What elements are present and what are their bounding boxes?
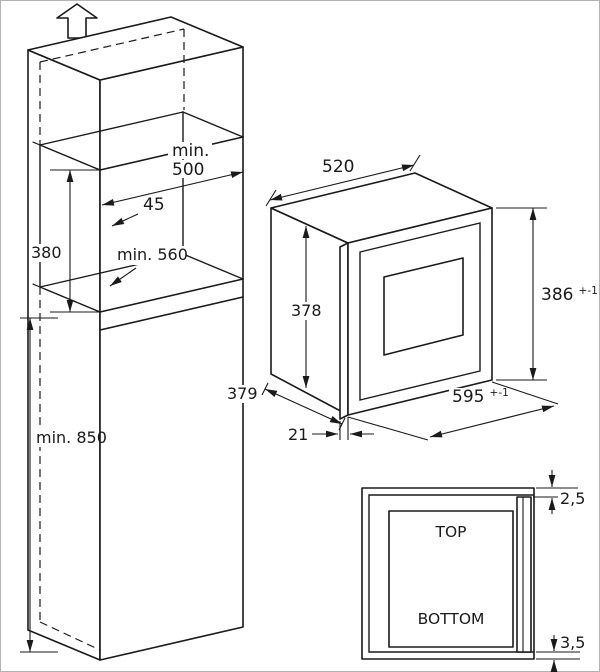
airflow-arrow-icon [56, 3, 98, 39]
section-top-label: TOP [434, 523, 466, 541]
dim-niche-depth-560: min. 560 [109, 245, 188, 287]
label-gap-top-value: 2,5 [560, 489, 585, 508]
dim-body-width-520: 520 [265, 154, 421, 207]
dim-body-depth-379: 379 [223, 382, 346, 431]
cabinet-hidden-lines [27, 28, 185, 651]
label-gap-bottom-value: 3,5 [560, 633, 585, 652]
label-niche-depth-value: min. 560 [117, 245, 188, 264]
dim-frame-height-386: 386 +-1 [496, 207, 598, 381]
label-frame-height-value: 386 +-1 [541, 285, 598, 305]
label-top-gap-value: 45 [143, 195, 165, 215]
dim-niche-width: min. 500 [101, 141, 244, 206]
oven-door-window [383, 257, 464, 356]
dim-plinth-height-850: min. 850 [20, 317, 107, 653]
label-niche-height-value: 380 [31, 243, 62, 262]
label-frame-overlap-value: 21 [288, 425, 308, 444]
section-oven-frame [516, 496, 532, 653]
section-cabinet-inner [368, 494, 535, 653]
section-view: TOP BOTTOM [361, 487, 535, 660]
label-body-depth-value: 379 [227, 384, 258, 403]
section-oven-body [388, 510, 514, 648]
dim-niche-height-380: 380 [29, 169, 100, 313]
label-plinth-height-value: min. 850 [36, 428, 107, 447]
dim-body-height-378: 378 [288, 226, 324, 388]
dim-gap-top-2-5: 2,5 [533, 470, 592, 514]
dim-frame-width-595: 595 +-1 [347, 381, 559, 441]
label-niche-width-prefix: min. [172, 141, 209, 161]
oven-door [359, 222, 481, 401]
dim-top-gap-45: 45 [111, 195, 165, 227]
label-frame-width-value: 595 +-1 [452, 387, 509, 407]
label-niche-width-value: 500 [172, 160, 204, 180]
label-body-width-value: 520 [322, 157, 354, 177]
cabinet-outline [27, 16, 244, 661]
section-bottom-label: BOTTOM [418, 610, 485, 628]
dim-frame-overlap-21: 21 [288, 417, 374, 444]
dim-gap-bottom-3-5: 3,5 [536, 633, 585, 672]
label-body-height-value: 378 [291, 301, 322, 320]
